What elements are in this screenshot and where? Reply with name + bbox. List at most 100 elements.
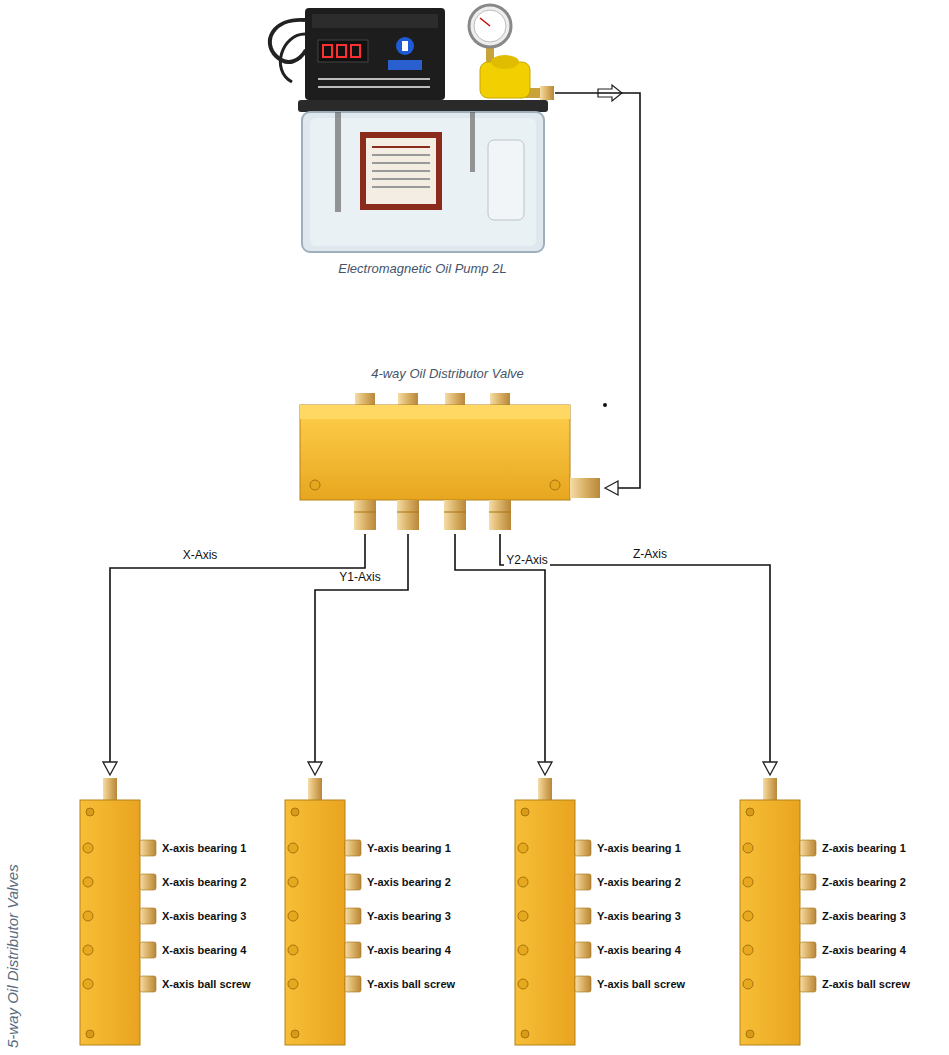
outlet-label: Y-axis bearing 3 [597,910,681,922]
oil-pump-picture [372,170,430,172]
five-way-valve-picture [518,979,528,989]
four-way-valve-picture [310,480,320,490]
five-way-valve-picture [285,778,361,1045]
four-way-valve-picture [300,405,570,419]
outlet-label: Y-axis bearing 4 [597,944,681,956]
outlet-label: Z-axis bearing 3 [822,910,906,922]
five-way-valve-picture [83,877,93,887]
five-way-valve-picture [575,874,591,890]
component-caption: 4-way Oil Distributor Valve [371,366,524,381]
axis-label: Z-Axis [631,547,669,561]
five-way-valve-picture [518,911,528,921]
outlet-label: Y-axis bearing 1 [597,842,681,854]
five-way-valve-picture [86,808,94,816]
five-way-valve-picture [575,942,591,958]
four-way-valve-picture [489,512,511,513]
outlet-label: X-axis ball screw [162,978,251,990]
axis-label: Y1-Axis [337,570,382,584]
oil-pump-picture [318,78,430,80]
outlet-label: X-axis bearing 2 [162,876,246,888]
five-way-valve-picture [345,840,361,856]
five-way-valve-picture [288,911,298,921]
oil-pump-picture [488,140,524,220]
five-way-valve-picture [740,778,816,1045]
five-way-valve-picture [518,843,528,853]
oil-pump: Electromagnetic Oil Pump 2L [290,0,555,280]
five-way-valve-picture [743,877,753,887]
arrow-head [605,481,618,495]
five-way-valve-picture [800,840,816,856]
five-way-valve-picture [83,911,93,921]
oil-pump-picture [318,40,368,62]
arrow-head [538,762,552,775]
five-way-valve-picture [521,1030,529,1038]
four-way-valve-picture [444,500,466,530]
outlet-label: Y-axis bearing 2 [597,876,681,888]
five-way-valve-picture [345,908,361,924]
oil-pump-picture [312,14,438,28]
five-way-valve-picture [575,976,591,992]
outlet-label: X-axis bearing 4 [162,944,246,956]
oil-pump-picture [372,186,430,188]
five-way-valve-picture [518,877,528,887]
oil-pump-picture [470,112,475,172]
oil-pump-picture [360,132,442,210]
outlet-label: Y-axis ball screw [597,978,685,990]
pipe-line [455,534,545,762]
five-way-valve-picture [291,808,299,816]
four-way-valve-picture [570,478,600,498]
distributor-valve: Z-axis bearing 1Z-axis bearing 2Z-axis b… [740,775,914,1050]
four-way-valve-picture [354,500,376,530]
five-way-valve-picture [80,778,156,1045]
oil-pump-picture [372,146,430,148]
five-way-valve-picture [80,800,140,1045]
oil-pump-picture [337,45,346,57]
five-way-valve-picture [345,976,361,992]
five-way-valve-picture [291,1030,299,1038]
five-way-valve-picture [743,843,753,853]
five-way-valve-picture [515,778,591,1045]
five-way-valve-picture [345,874,361,890]
four-way-valve-picture [444,512,466,513]
arrow-head [763,762,777,775]
oil-pump-picture [280,34,305,82]
five-way-valve-picture [743,911,753,921]
five-way-valve-picture [83,843,93,853]
outlet-label: Y-axis bearing 4 [367,944,451,956]
five-way-valve-picture [575,840,591,856]
five-way-valve-picture [288,945,298,955]
oil-pump-picture [402,41,408,51]
oil-pump-picture [305,8,445,100]
oil-pump-picture [372,154,430,156]
four-way-valve-picture [489,500,511,530]
oil-pipe [455,534,552,775]
five-way-valve-picture [308,778,322,800]
oil-pipe [500,534,777,775]
oil-pump-picture [491,55,519,69]
five-way-valve-picture [103,778,117,800]
five-way-valve-picture [746,808,754,816]
flow-arrow [603,403,607,407]
axis-label: X-Axis [181,548,220,562]
oil-pump-picture [540,86,554,100]
five-way-valve-picture [575,908,591,924]
outlet-label: X-axis bearing 3 [162,910,246,922]
pipe-line [555,93,640,488]
oil-pump-picture [474,10,506,42]
distributor-valve: Y-axis bearing 1 Y-axis bearing 2 Y-axis b… [515,775,689,1050]
five-way-valve-picture [743,945,753,955]
five-way-valve-picture [800,942,816,958]
oil-pump-picture [351,45,360,57]
five-way-valve-picture [515,800,575,1045]
distributor-valve: Y-axis bearing 1Y-axis bearing 2Y-axis b… [285,775,459,1050]
four-way-valve-picture [300,405,570,500]
five-way-valve-picture [746,1030,754,1038]
oil-pump-picture [396,37,414,55]
five-way-valve-picture [140,874,156,890]
oil-pump-picture [366,138,436,204]
oil-pipe [308,534,408,775]
oil-pump-picture [323,45,332,57]
oil-pump-picture [318,86,430,88]
